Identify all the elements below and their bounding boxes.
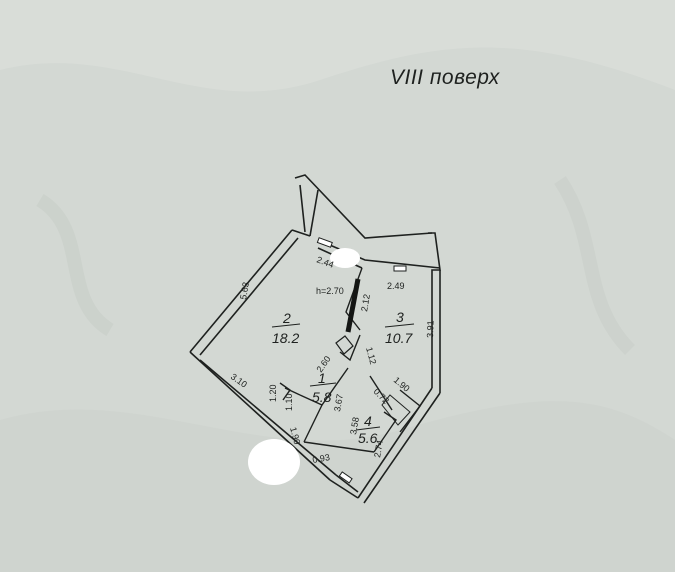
- room-2: 2 18.2: [271, 310, 301, 346]
- dimension-label: 1.90: [288, 426, 302, 446]
- dimension-label: 2.12: [359, 293, 372, 312]
- room-area: 5.6: [358, 430, 378, 446]
- room-3: 3 10.7: [384, 309, 415, 346]
- room-number: 2: [282, 310, 291, 326]
- window-markers: [316, 237, 407, 484]
- dimension-label: 2.49: [387, 281, 405, 291]
- dimension-label: 1.20: [268, 384, 278, 402]
- partition-wall: [345, 278, 361, 333]
- bath-fixture: [381, 394, 411, 426]
- room-1: 1 5.8: [309, 370, 337, 405]
- room-number: 3: [396, 309, 404, 325]
- dimension-label: 5.63: [238, 281, 251, 300]
- dimension-label: 3.91: [425, 320, 436, 338]
- room-number: 1: [318, 370, 326, 386]
- dimension-labels: 2.44 5.63 2.12 2.49 3.91 2.60 1.12 3.10 …: [229, 254, 436, 464]
- room-area: 5.8: [312, 389, 332, 405]
- floor-label: VIII поверх: [390, 66, 501, 89]
- room-4: 4 5.6: [355, 413, 381, 446]
- redaction-blob: [330, 248, 360, 268]
- dimension-label: 3.67: [332, 393, 345, 412]
- dimension-label: 3.58: [348, 416, 361, 435]
- ceiling-height-label: h=2.70: [316, 286, 344, 296]
- stair-step-shape: [335, 335, 354, 355]
- dimension-label: 1.12: [364, 346, 378, 366]
- room-number: 4: [364, 413, 372, 429]
- dimension-label: 2.60: [314, 354, 332, 374]
- room-area: 18.2: [272, 330, 299, 346]
- room-area: 10.7: [385, 330, 413, 346]
- dimension-label: 0.93: [312, 452, 331, 465]
- dimension-label: 1.10: [284, 393, 294, 411]
- dimension-label: 2.74: [372, 439, 385, 458]
- redaction-blob: [248, 439, 300, 485]
